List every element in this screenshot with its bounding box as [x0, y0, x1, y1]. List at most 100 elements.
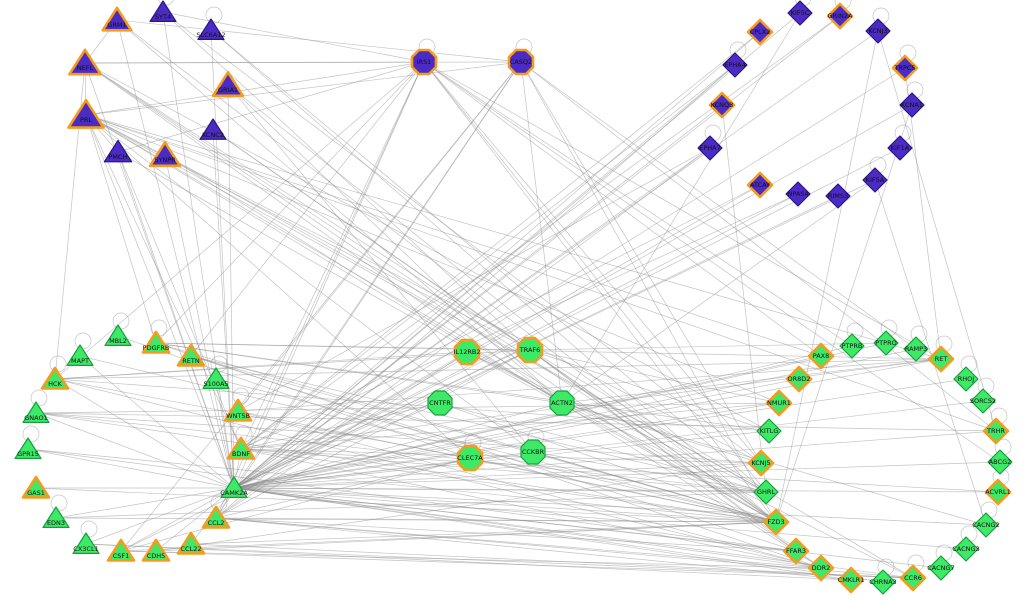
node-NMUR1[interactable]: [765, 389, 793, 417]
edge-KIF5C-ACTN2: [561, 12, 801, 404]
node-RAMP3[interactable]: [903, 336, 929, 362]
node-SYT4[interactable]: [149, 0, 177, 22]
edge-PRL-PDGFRB: [85, 114, 157, 344]
node-EPHA4[interactable]: [722, 52, 748, 78]
edge-IRS1-KCNJ5: [423, 61, 762, 464]
node-ACVRL1[interactable]: [984, 478, 1012, 506]
node-PMCH[interactable]: [103, 139, 133, 163]
node-KIF5C[interactable]: [787, 0, 813, 26]
node-IL12RB2[interactable]: [453, 338, 481, 366]
node-OR8D2[interactable]: [785, 365, 813, 393]
self-loop-edge-GNAO1: [30, 389, 48, 407]
node-KCNQ3[interactable]: [708, 91, 736, 119]
node-GAS1[interactable]: [21, 475, 51, 499]
edge-CDH5-FZD3: [155, 521, 777, 552]
node-GNAO1[interactable]: [22, 401, 50, 423]
node-CCL22[interactable]: [176, 531, 206, 555]
node-TRAF6[interactable]: [516, 336, 544, 364]
node-GPR15[interactable]: [14, 437, 42, 459]
node-BDNF[interactable]: [226, 436, 256, 460]
node-PAX8[interactable]: [807, 342, 835, 370]
edge-GRIA1-CCKBR: [227, 84, 534, 453]
edge-IRS1-HCK: [54, 61, 425, 380]
node-KCNJ3[interactable]: [865, 18, 891, 44]
node-CLEC7A[interactable]: [456, 444, 484, 472]
edge-CNTFR-FZD3: [439, 402, 777, 523]
node-CAMK2A[interactable]: [220, 476, 248, 498]
node-PTPRO[interactable]: [873, 330, 899, 356]
node-CASQ2[interactable]: [507, 48, 535, 76]
node-FFAR3[interactable]: [782, 537, 810, 565]
node-GRM1[interactable]: [101, 6, 133, 32]
node-GHRL[interactable]: [753, 479, 779, 505]
node-SYNPR[interactable]: [148, 141, 182, 168]
node-CACNG2[interactable]: [973, 512, 999, 538]
node-KIF1A[interactable]: [887, 135, 913, 161]
node-EPHA7[interactable]: [697, 135, 723, 161]
node-CCKBR[interactable]: [520, 439, 546, 465]
node-RET[interactable]: [927, 345, 955, 373]
node-KCNA1[interactable]: [899, 92, 925, 118]
edge-CAMK2A-HCK: [54, 378, 235, 489]
node-GRIA1[interactable]: [211, 71, 245, 98]
edge-TRAF6-KITLG: [529, 349, 770, 432]
node-KCNJ5[interactable]: [747, 449, 775, 477]
node-CCR6[interactable]: [899, 564, 927, 592]
node-PRL[interactable]: [67, 98, 105, 129]
node-S100A5[interactable]: [202, 367, 230, 389]
node-CCL2[interactable]: [201, 505, 231, 529]
node-IRS1[interactable]: [410, 48, 438, 76]
edge-CX3CL1-CMKLR1: [85, 543, 852, 581]
edge-PDGFRB-FZD3: [155, 342, 777, 523]
node-PDGFRB[interactable]: [141, 330, 171, 354]
node-NPAS4[interactable]: [785, 181, 811, 207]
edge-TRAF6-FFAR3: [529, 349, 797, 552]
node-CDH5[interactable]: [141, 538, 171, 562]
edge-KCNC2-CAMK2A: [212, 129, 235, 489]
node-MAPT[interactable]: [66, 344, 94, 366]
node-MBL2[interactable]: [104, 324, 132, 346]
edge-CASQ2-WNT5B: [237, 61, 522, 412]
node-ABCG2[interactable]: [987, 449, 1013, 475]
edge-BDNF-NMUR1: [240, 402, 780, 450]
node-KIF5A[interactable]: [862, 167, 888, 193]
node-SORCS2[interactable]: [970, 388, 996, 414]
node-CACNG3[interactable]: [953, 536, 979, 562]
node-RETN[interactable]: [176, 343, 206, 367]
edge-PRL-CAMK2A: [85, 114, 235, 489]
edge-NPAS4-CAMK2A: [233, 193, 799, 489]
node-EDN3[interactable]: [42, 506, 70, 529]
node-HCK[interactable]: [40, 366, 70, 390]
node-CACNG7[interactable]: [928, 555, 954, 581]
node-CSF1[interactable]: [106, 538, 136, 562]
node-FZD3[interactable]: [762, 508, 790, 536]
node-RHOJ[interactable]: [953, 366, 979, 392]
node-CMKLR1[interactable]: [837, 566, 865, 594]
self-loop-edge-CX3CL1: [80, 520, 98, 538]
node-RIMS3[interactable]: [825, 183, 851, 209]
node-CNTFR[interactable]: [427, 390, 453, 416]
node-DDR2[interactable]: [807, 554, 835, 582]
node-CX3CL1[interactable]: [72, 532, 100, 555]
edge-CAMK2A-CMKLR1: [233, 487, 852, 581]
self-loop-edge-MAPT: [74, 332, 92, 350]
node-KCNC2[interactable]: [199, 118, 227, 140]
node-TRPC5[interactable]: [891, 54, 919, 82]
edge-CAMK2A-RHOJ: [233, 378, 967, 489]
edge-SYT4-KCNJ5: [162, 11, 762, 464]
node-CHRNA3[interactable]: [870, 569, 896, 595]
node-CPLX2[interactable]: [746, 18, 774, 46]
node-ACTN2[interactable]: [549, 390, 575, 416]
node-PTPRB[interactable]: [839, 333, 865, 359]
node-WNT5B[interactable]: [223, 398, 253, 422]
node-TRHR[interactable]: [982, 417, 1010, 445]
node-SLC6A12[interactable]: [197, 18, 225, 41]
node-KITLG[interactable]: [756, 418, 782, 444]
node-ATCAY[interactable]: [746, 171, 774, 199]
edge-PRL-CLEC7A: [85, 114, 471, 459]
node-NEFL[interactable]: [68, 48, 102, 76]
edge-CAMK2A-GNAO1: [35, 412, 235, 489]
node-GRIN2A[interactable]: [826, 2, 854, 30]
